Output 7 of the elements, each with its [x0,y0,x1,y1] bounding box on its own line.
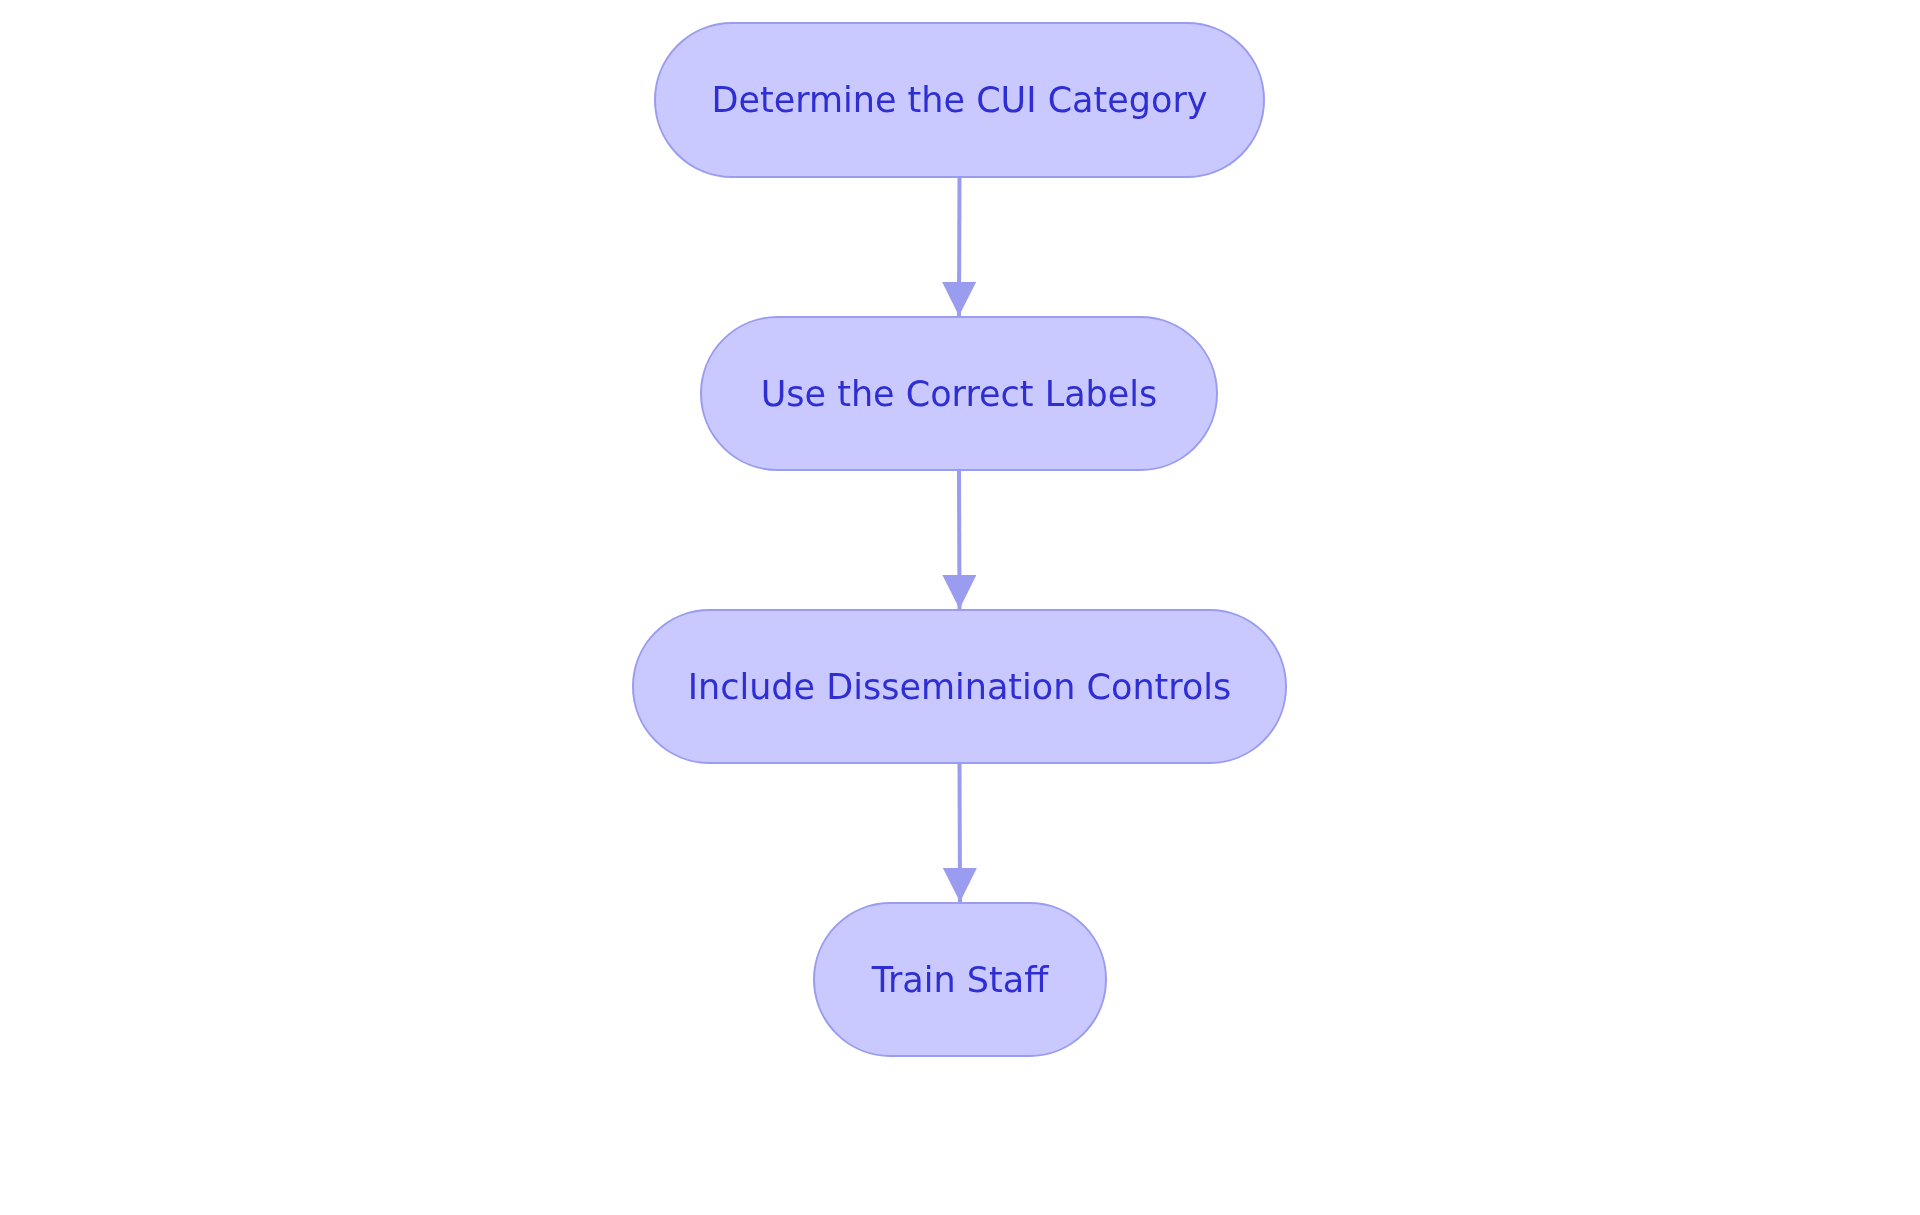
node-label: Train Staff [871,959,1049,1000]
arrow [942,178,977,316]
node-label: Determine the CUI Category [711,80,1208,120]
node-label: Include Dissemination Controls [687,666,1232,707]
arrow [942,764,977,902]
node-label: Use the Correct Labels [760,373,1158,414]
arrow [942,471,977,609]
